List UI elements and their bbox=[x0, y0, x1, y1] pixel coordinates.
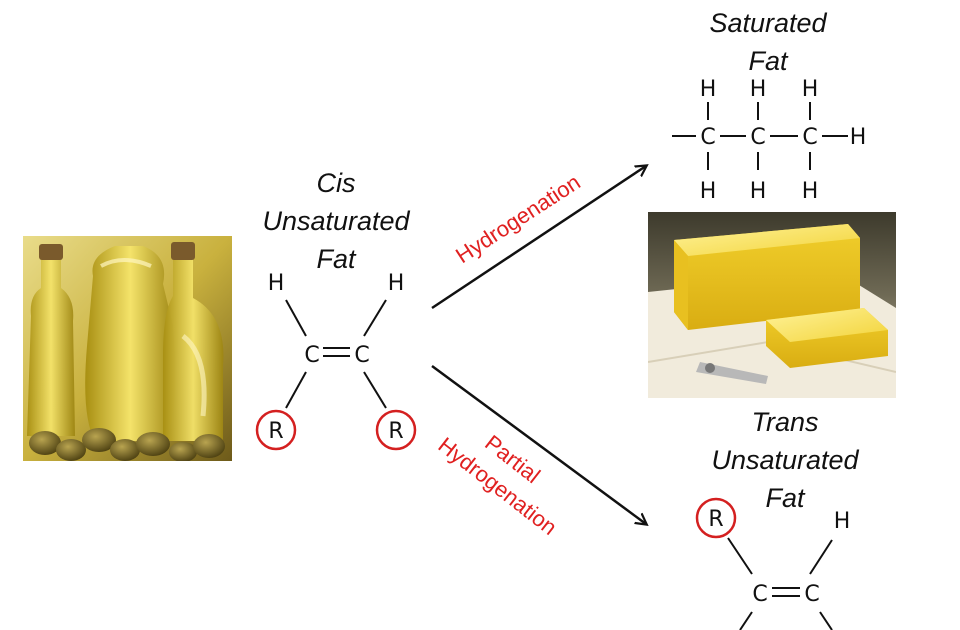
cis-r-right-highlight bbox=[375, 409, 417, 451]
butter-photo bbox=[648, 212, 896, 398]
trans-r: R bbox=[708, 507, 723, 532]
sat-c-2: C bbox=[750, 125, 765, 150]
butter-block-image bbox=[648, 212, 896, 398]
sat-h-top-1: H bbox=[700, 77, 717, 102]
sat-c-3: C bbox=[802, 125, 817, 150]
cis-h-right: H bbox=[388, 271, 405, 296]
saturated-label-line-2: Fat bbox=[748, 46, 788, 76]
saturated-label-line-1: Saturated bbox=[709, 8, 827, 38]
trans-structure: R H C C bbox=[695, 497, 851, 630]
sat-h-top-3: H bbox=[802, 77, 819, 102]
cis-label: Cis Unsaturated Fat bbox=[236, 164, 436, 278]
sat-h-bottom-3: H bbox=[802, 179, 819, 204]
trans-label-line-3: Fat bbox=[765, 483, 805, 513]
partial-hydrogenation-arrow bbox=[431, 364, 646, 524]
cis-structure: H H C C R R bbox=[255, 271, 417, 451]
cis-h-left: H bbox=[268, 271, 285, 296]
saturated-structure: H H H C C C H H H H bbox=[672, 77, 866, 204]
hydrogenation-arrow bbox=[431, 166, 646, 310]
trans-label-line-2: Unsaturated bbox=[711, 445, 859, 475]
cis-c-right: C bbox=[354, 343, 369, 368]
oil-photo bbox=[23, 236, 232, 461]
sat-c-1: C bbox=[700, 125, 715, 150]
cis-c-left: C bbox=[304, 343, 319, 368]
sat-h-bottom-1: H bbox=[700, 179, 717, 204]
sat-h-end: H bbox=[850, 125, 867, 150]
trans-label-line-1: Trans bbox=[751, 407, 819, 437]
trans-r-highlight bbox=[695, 497, 737, 539]
sat-h-bottom-2: H bbox=[750, 179, 767, 204]
oil-bottles-image bbox=[23, 236, 232, 461]
cis-label-line-1: Cis bbox=[316, 168, 356, 198]
trans-c-right: C bbox=[804, 582, 819, 607]
cis-r-left-highlight bbox=[255, 409, 297, 451]
trans-label: Trans Unsaturated Fat bbox=[685, 403, 885, 517]
cis-label-line-3: Fat bbox=[316, 244, 356, 274]
saturated-label: Saturated Fat bbox=[668, 4, 868, 80]
sat-h-top-2: H bbox=[750, 77, 767, 102]
trans-c-left: C bbox=[752, 582, 767, 607]
cis-label-line-2: Unsaturated bbox=[262, 206, 410, 236]
cis-r-right: R bbox=[388, 419, 403, 444]
cis-r-left: R bbox=[268, 419, 283, 444]
trans-h: H bbox=[834, 509, 851, 534]
